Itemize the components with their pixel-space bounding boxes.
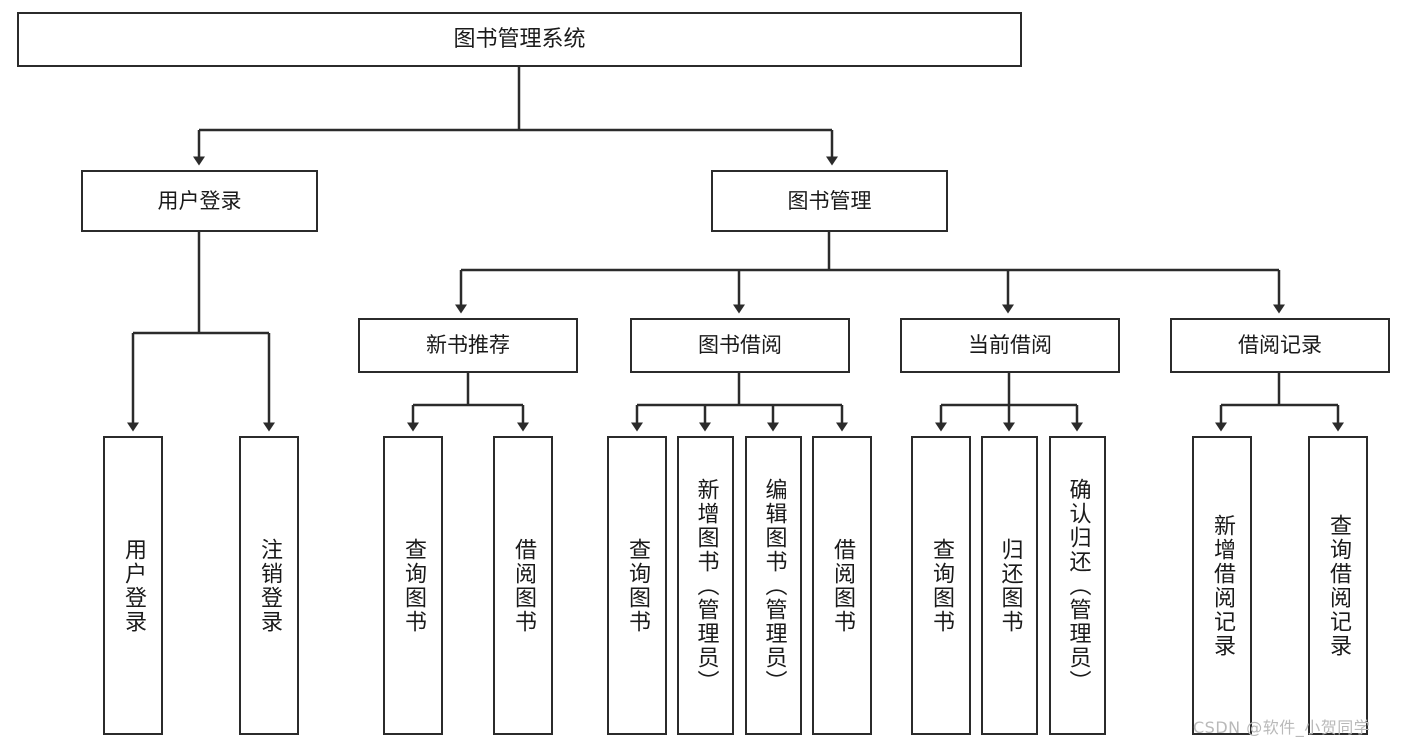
node-leaf-borrow-query-book-label: 查询图书 (625, 537, 650, 634)
node-leaf-user-login[interactable]: 用户登录 (103, 436, 163, 735)
node-leaf-confirm-return-admin[interactable]: 确认归还（管理员） (1049, 436, 1106, 735)
node-leaf-add-book-admin-label: 新增图书（管理员） (693, 477, 719, 694)
node-leaf-borrow-book-label: 借阅图书 (830, 537, 855, 634)
node-leaf-add-borrow-record-label: 新增借阅记录 (1210, 513, 1235, 658)
node-borrow-record-label: 借阅记录 (1238, 333, 1322, 358)
node-current-borrow-label: 当前借阅 (968, 333, 1052, 358)
node-leaf-user-logout-label: 注销登录 (257, 537, 282, 634)
node-leaf-borrow-query-book[interactable]: 查询图书 (607, 436, 667, 735)
node-leaf-rec-borrow-book-label: 借阅图书 (511, 537, 536, 634)
node-leaf-add-borrow-record[interactable]: 新增借阅记录 (1192, 436, 1252, 735)
node-leaf-current-query-book[interactable]: 查询图书 (911, 436, 971, 735)
node-leaf-borrow-book[interactable]: 借阅图书 (812, 436, 872, 735)
node-leaf-rec-borrow-book[interactable]: 借阅图书 (493, 436, 553, 735)
node-borrow-record[interactable]: 借阅记录 (1170, 318, 1390, 373)
node-new-book-recommend[interactable]: 新书推荐 (358, 318, 578, 373)
node-current-borrow[interactable]: 当前借阅 (900, 318, 1120, 373)
node-leaf-rec-query-book[interactable]: 查询图书 (383, 436, 443, 735)
node-user-login[interactable]: 用户登录 (81, 170, 318, 232)
node-leaf-current-query-book-label: 查询图书 (929, 537, 954, 634)
node-leaf-query-borrow-record[interactable]: 查询借阅记录 (1308, 436, 1368, 735)
node-leaf-user-login-label: 用户登录 (121, 537, 146, 634)
csdn-watermark: CSDN @软件_小贺同学 (1193, 718, 1371, 737)
node-leaf-add-book-admin[interactable]: 新增图书（管理员） (677, 436, 734, 735)
node-user-login-label: 用户登录 (157, 188, 242, 213)
node-book-management-label: 图书管理 (787, 188, 872, 213)
node-leaf-edit-book-admin-label: 编辑图书（管理员） (761, 477, 787, 694)
node-book-management[interactable]: 图书管理 (711, 170, 948, 232)
node-leaf-query-borrow-record-label: 查询借阅记录 (1326, 513, 1351, 658)
node-root-system-label: 图书管理系统 (453, 26, 586, 52)
node-leaf-user-logout[interactable]: 注销登录 (239, 436, 299, 735)
node-book-borrow[interactable]: 图书借阅 (630, 318, 850, 373)
node-book-borrow-label: 图书借阅 (698, 333, 782, 358)
node-new-book-recommend-label: 新书推荐 (426, 333, 510, 358)
node-leaf-return-book[interactable]: 归还图书 (981, 436, 1038, 735)
node-root-system[interactable]: 图书管理系统 (17, 12, 1022, 67)
node-leaf-rec-query-book-label: 查询图书 (401, 537, 426, 634)
node-leaf-return-book-label: 归还图书 (997, 537, 1023, 634)
node-leaf-confirm-return-admin-label: 确认归还（管理员） (1065, 477, 1091, 694)
node-leaf-edit-book-admin[interactable]: 编辑图书（管理员） (745, 436, 802, 735)
